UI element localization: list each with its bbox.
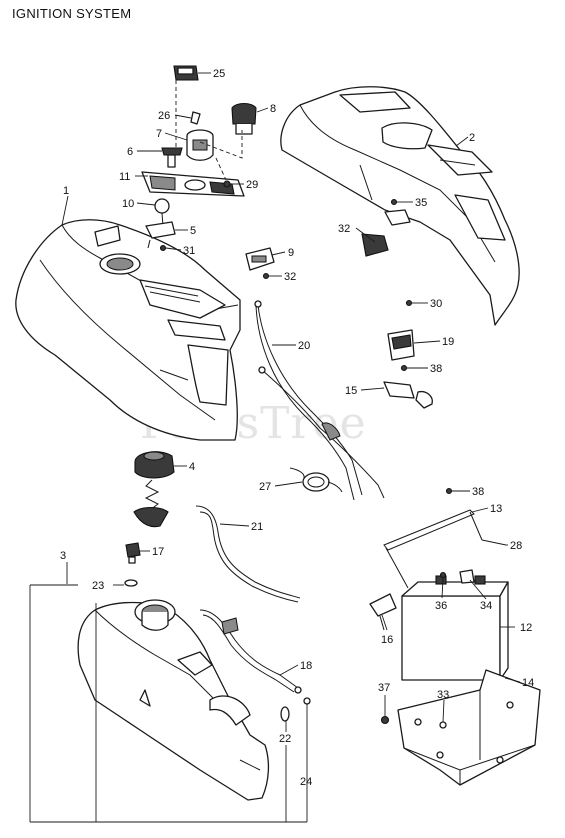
part-29-screw[interactable] [223, 180, 231, 188]
part-32-bracket-b[interactable] [361, 209, 411, 257]
callout-8: 8 [270, 103, 276, 115]
callout-36: 36 [435, 600, 447, 612]
callout-21: 21 [251, 521, 263, 533]
callout-15: 15 [345, 385, 357, 397]
callout-27: 27 [259, 481, 271, 493]
callout-12: 12 [520, 622, 532, 634]
callout-3: 3 [60, 550, 66, 562]
callout-24: 24 [300, 776, 312, 788]
part-24-fitting[interactable] [303, 697, 311, 705]
callout-6: 6 [127, 146, 133, 158]
callout-18: 18 [300, 660, 312, 672]
callout-32-b: 32 [338, 223, 350, 235]
callout-38-a: 38 [430, 363, 442, 375]
callout-20: 20 [298, 340, 310, 352]
part-7-ignition-switch[interactable] [186, 129, 214, 161]
callout-7: 7 [156, 128, 162, 140]
part-38-nut-b[interactable] [445, 487, 453, 495]
part-32-screw-a[interactable] [262, 272, 270, 280]
callout-4: 4 [189, 461, 195, 473]
callout-10: 10 [122, 198, 134, 210]
part-31-screw[interactable] [159, 244, 167, 252]
callout-25: 25 [213, 68, 225, 80]
part-17-vent-valve[interactable] [125, 542, 141, 564]
part-35-screw[interactable] [390, 198, 398, 206]
part-16-boot[interactable] [369, 593, 397, 631]
callout-35: 35 [415, 197, 427, 209]
callout-30: 30 [430, 298, 442, 310]
part-37-nut[interactable] [380, 715, 390, 725]
part-1-front-cover[interactable] [15, 219, 241, 441]
callout-13: 13 [490, 503, 502, 515]
page-title: IGNITION SYSTEM [12, 6, 132, 21]
part-25-switch-cap[interactable] [173, 65, 199, 81]
part-12-battery[interactable] [401, 575, 509, 681]
callout-16: 16 [381, 634, 393, 646]
part-38-nut-a[interactable] [400, 364, 408, 372]
part-27-coil[interactable] [289, 467, 343, 493]
part-14-battery-tray[interactable] [397, 669, 541, 786]
part-33-bolt[interactable] [439, 721, 447, 729]
callout-23: 23 [92, 580, 104, 592]
callout-2: 2 [469, 132, 475, 144]
part-18-fuel-hose[interactable] [199, 609, 302, 694]
part-2-rear-cover[interactable] [280, 86, 520, 326]
callout-14: 14 [522, 677, 534, 689]
callout-37: 37 [378, 682, 390, 694]
callout-31: 31 [183, 245, 195, 257]
part-13-battery-hold-down[interactable] [383, 509, 483, 589]
part-6-knob[interactable] [161, 147, 183, 168]
part-15-boot[interactable] [383, 381, 433, 409]
part-20-wire-harness[interactable] [254, 300, 385, 501]
callouts: 1 2 3 4 5 6 7 8 9 10 11 12 13 14 15 16 1… [60, 68, 534, 788]
callout-1: 1 [63, 185, 69, 197]
callout-28: 28 [510, 540, 522, 552]
part-19-solenoid[interactable] [387, 329, 415, 361]
callout-29: 29 [246, 179, 258, 191]
callout-22: 22 [279, 733, 291, 745]
part-9-relay[interactable] [245, 247, 275, 271]
part-4-fuel-cap[interactable] [133, 451, 175, 528]
part-28-bolt[interactable] [481, 539, 507, 546]
callout-9: 9 [288, 247, 294, 259]
callout-26: 26 [158, 110, 170, 122]
callout-32-a: 32 [284, 271, 296, 283]
callout-17: 17 [152, 546, 164, 558]
callout-33: 33 [437, 689, 449, 701]
callout-38-b: 38 [472, 486, 484, 498]
part-8-switch[interactable] [231, 102, 257, 135]
part-22-clip[interactable] [280, 706, 290, 722]
part-11-switch-bezel[interactable] [141, 171, 245, 197]
part-23-grommet[interactable] [124, 579, 138, 587]
part-10-choke-knob[interactable] [154, 198, 170, 227]
part-30-screw[interactable] [405, 299, 413, 307]
part-34-terminal-cover[interactable] [459, 569, 475, 584]
part-21-fuel-line[interactable] [195, 505, 301, 603]
callout-5: 5 [190, 225, 196, 237]
leader-lines [29, 72, 521, 823]
part-5-bracket[interactable] [145, 221, 176, 249]
callout-19: 19 [442, 336, 454, 348]
part-3-fuel-tank[interactable] [77, 599, 270, 801]
callout-11: 11 [119, 171, 130, 183]
part-26-clip[interactable] [190, 111, 201, 125]
callout-34: 34 [480, 600, 492, 612]
part-36-terminal-bolt[interactable] [439, 571, 447, 579]
